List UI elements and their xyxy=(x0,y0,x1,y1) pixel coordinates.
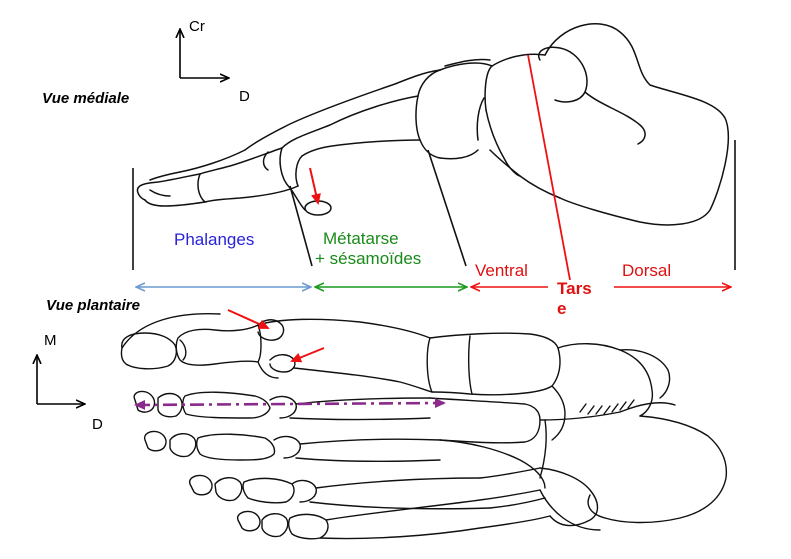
view-title-medial: Vue médiale xyxy=(42,90,130,107)
label-metatarse: Métatarse xyxy=(323,229,399,248)
label-dorsal: Dorsal xyxy=(622,261,672,280)
plantar-foot-skeleton xyxy=(120,313,728,540)
axis-bottom-vertical-label: M xyxy=(44,332,57,349)
sesamoid-arrow-medial xyxy=(309,167,321,205)
boundary-lines xyxy=(132,140,736,270)
label-ventral: Ventral xyxy=(475,261,528,280)
sesamoid-arrow-plantar-2 xyxy=(290,347,325,363)
axes-bottom-icon xyxy=(37,356,84,404)
sesamoid-arrow-plantar-1 xyxy=(227,309,270,329)
view-title-plantar: Vue plantaire xyxy=(46,297,140,314)
axis-arrow-plantar xyxy=(134,398,446,410)
label-tarse-part1: Tars xyxy=(557,279,592,298)
axis-top-vertical-label: Cr xyxy=(189,18,205,35)
medial-foot-skeleton xyxy=(136,23,729,226)
tarse-divider-line xyxy=(527,54,571,281)
axis-top-horizontal-label: D xyxy=(239,88,250,105)
label-tarse-part2: e xyxy=(557,299,567,318)
axis-bottom-horizontal-label: D xyxy=(92,416,103,433)
label-sesamoides: + sésamoïdes xyxy=(315,249,422,268)
axes-top-icon xyxy=(180,30,228,78)
label-phalanges: Phalanges xyxy=(174,230,255,249)
